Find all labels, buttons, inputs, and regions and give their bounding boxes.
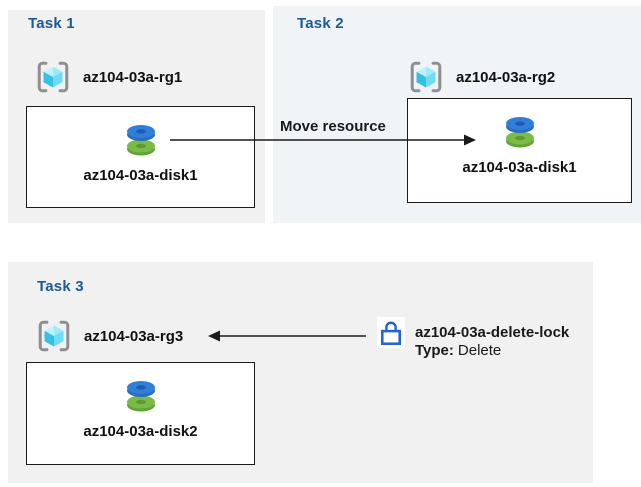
resource-group-icon: [37, 61, 69, 93]
delete-lock-arrow: [208, 330, 366, 342]
task1-resource-group: az104-03a-rg1: [34, 57, 182, 97]
task1-disk-box: az104-03a-disk1: [26, 106, 255, 208]
task1-title: Task 1: [28, 15, 75, 32]
delete-lock-badge: [377, 317, 405, 348]
task2-resource-group-name: az104-03a-rg2: [456, 68, 556, 86]
task3-title: Task 3: [37, 278, 84, 295]
task1-disk-name: az104-03a-disk1: [83, 167, 198, 184]
task3-disk-box: az104-03a-disk2: [26, 362, 255, 465]
task1-resource-group-name: az104-03a-rg1: [83, 68, 183, 86]
delete-lock-text: az104-03a-delete-lock Type:Delete: [415, 324, 569, 360]
task3-resource-group: az104-03a-rg3: [35, 316, 183, 356]
move-resource-label: Move resource: [280, 118, 386, 135]
task2-disk-name: az104-03a-disk1: [462, 159, 577, 176]
lock-icon: [380, 321, 402, 346]
move-resource-arrow: [170, 134, 476, 146]
delete-lock-name: az104-03a-delete-lock: [415, 324, 570, 341]
managed-disk-icon: [126, 381, 155, 412]
task1-panel: Task 1 az104-03a-rg1 az104-03a-disk1: [8, 10, 265, 223]
delete-lock-type-value: Delete: [457, 342, 502, 359]
task2-disk-box: az104-03a-disk1: [407, 98, 632, 203]
managed-disk-icon: [126, 125, 155, 156]
task3-resource-group-name: az104-03a-rg3: [84, 327, 184, 345]
task2-resource-group: az104-03a-rg2: [407, 57, 555, 97]
resource-group-icon: [410, 61, 442, 93]
managed-disk-icon: [505, 117, 534, 148]
delete-lock-type-label: Type:: [415, 342, 454, 359]
task3-panel: Task 3 az104-03a-rg3 az104-03a-disk2: [8, 262, 593, 483]
task3-disk-name: az104-03a-disk2: [83, 423, 198, 440]
task2-panel: Task 2 az104-03a-rg2 az104-03a-disk1: [273, 6, 641, 223]
resource-group-icon: [38, 320, 70, 352]
task2-title: Task 2: [297, 15, 344, 32]
delete-lock-type: Type:Delete: [415, 342, 569, 360]
